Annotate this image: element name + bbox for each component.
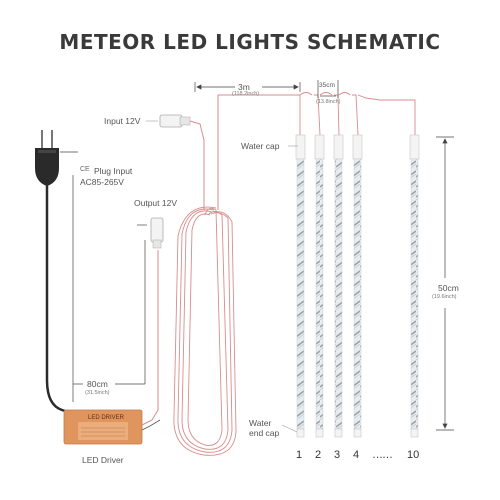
tube-length-inch-label: (19.6inch) [432,294,457,300]
output-connector-icon [150,217,164,249]
plug-voltage-label: AC85-265V [80,177,124,187]
spacing-inch-label: (13.8inch) [316,99,341,105]
label-leaders [146,120,298,433]
meteor-tube-10 [409,134,420,438]
led-driver-label: LED Driver [82,455,124,465]
water-end-cap-label-line1: Water [249,418,272,428]
input-label: Input 12V [104,116,141,126]
power-plug-icon [35,130,59,186]
tube-number-10: 10 [407,449,420,461]
page-title: METEOR LED LIGHTS SCHEMATIC [59,30,441,54]
water-cap-label: Water cap [241,141,280,151]
ce-mark: CE [80,166,90,173]
tube-number-4: 4 [353,449,360,461]
tube-length-label: 50cm [438,283,459,293]
meteor-tube-2 [314,134,325,438]
led-driver-box [63,409,143,445]
tube-number-2: 2 [315,449,322,461]
output-wire [141,250,159,426]
input-connector-icon [159,114,191,128]
tube-number-1: 1 [296,449,303,461]
cable-length-label: 80cm [87,379,108,389]
meteor-tube-4 [352,134,363,438]
tube-number-ellipsis: …… [372,449,393,461]
spacing-label: 35cm [319,82,335,89]
power-cable [45,180,69,414]
output-label: Output 12V [134,198,178,208]
dimension-lines [60,80,454,431]
meteor-tube-1 [295,134,306,438]
meteor-tube-3 [333,134,344,438]
lead-length-inch-label: (118.2inch) [232,91,260,97]
water-end-cap-label-line2: end cap [249,428,280,438]
lead-wire [189,120,205,210]
lead-length-label: 3m [238,82,250,92]
plug-input-label: Plug Input [94,166,133,176]
tube-number-3: 3 [334,449,341,461]
driver-box-title: LED DRIVER [88,415,125,421]
coiled-cable [173,206,237,456]
cable-length-inch-label: (31.5inch) [85,390,110,396]
